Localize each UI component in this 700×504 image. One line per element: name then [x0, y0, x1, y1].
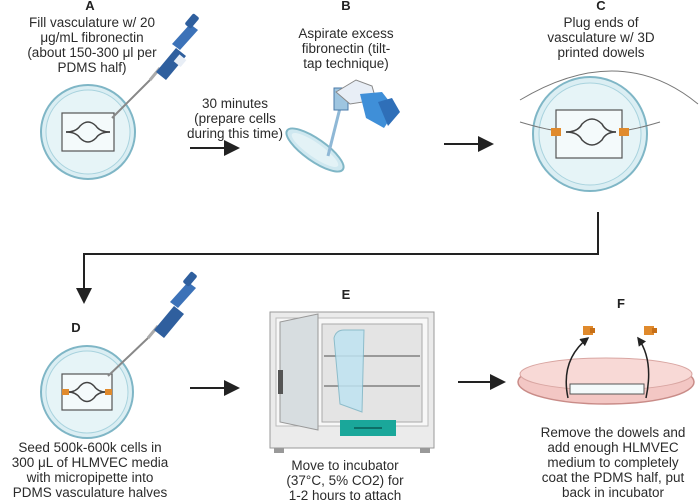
- step-b-line: tap technique): [303, 56, 389, 71]
- step-e-label: E: [341, 287, 351, 302]
- step-b-label: B: [341, 0, 351, 13]
- step-a-text: Fill vasculature w/ 20 μg/mL fibronectin…: [7, 15, 177, 75]
- step-e-line: Move to incubator: [291, 458, 399, 473]
- arrow-c-to-d: [76, 212, 599, 304]
- incubator-icon: [269, 311, 435, 453]
- step-f-dish: [517, 336, 695, 405]
- step-b-aspirator-icon: [326, 79, 400, 157]
- step-f-text: Remove the dowels and add enough HLMVEC …: [528, 425, 698, 500]
- step-d-line: PDMS vasculature halves: [12, 485, 168, 500]
- dowel-icon: [619, 128, 629, 136]
- step-e-line: (37°C, 5% CO2) for: [286, 473, 404, 488]
- step-d-line: 300 μL of HLMVEC media: [11, 455, 169, 470]
- step-c-line: vasculature w/ 3D: [547, 30, 655, 45]
- step-b-text: Aspirate excess fibronectin (tilt- tap t…: [280, 26, 412, 71]
- step-c-line: printed dowels: [557, 45, 645, 60]
- step-d-micropipette-icon: [107, 271, 197, 377]
- step-b-line: Aspirate excess: [298, 26, 394, 41]
- step-d-line: with micropipette into: [26, 470, 154, 485]
- step-d-dish: [40, 345, 134, 439]
- step-f-line: coat the PDMS half, put: [541, 470, 685, 485]
- step-f-line: Remove the dowels and: [540, 425, 686, 440]
- timer-line: (prepare cells: [194, 111, 276, 126]
- dowel-icon: [583, 326, 595, 335]
- step-e-text: Move to incubator (37°C, 5% CO2) for 1-2…: [270, 458, 420, 503]
- step-e-line: 1-2 hours to attach: [288, 488, 402, 503]
- step-c-label: C: [596, 0, 606, 13]
- step-f-line: medium to completely: [547, 455, 679, 470]
- timer-text: 30 minutes (prepare cells during this ti…: [170, 96, 300, 141]
- step-a-dish: [40, 84, 136, 180]
- step-a-line: PDMS half): [57, 60, 127, 75]
- timer-line: during this time): [186, 126, 284, 141]
- step-c-text: Plug ends of vasculature w/ 3D printed d…: [536, 15, 666, 60]
- step-d-label: D: [71, 320, 81, 335]
- timer-line: 30 minutes: [201, 96, 269, 111]
- step-c-line: Plug ends of: [563, 15, 639, 30]
- step-f-label: F: [617, 296, 625, 311]
- dowel-icon: [551, 128, 561, 136]
- step-d-line: Seed 500k-600k cells in: [18, 440, 162, 455]
- step-b-tilted-dish: [285, 127, 345, 173]
- step-f-line: back in incubator: [561, 485, 665, 500]
- step-a-label: A: [85, 0, 95, 13]
- step-d-text: Seed 500k-600k cells in 300 μL of HLMVEC…: [2, 440, 178, 500]
- dowel-icon: [105, 389, 112, 395]
- dowel-icon: [62, 389, 69, 395]
- step-c-dish: [519, 70, 699, 192]
- step-a-line: (about 150-300 μl per: [27, 45, 157, 60]
- step-a-line: μg/mL fibronectin: [40, 30, 144, 45]
- step-f-line: add enough HLMVEC: [547, 440, 679, 455]
- step-a-micropipette-icon: [111, 13, 199, 119]
- step-b-line: fibronectin (tilt-: [301, 41, 391, 56]
- step-a-line: Fill vasculature w/ 20: [28, 15, 156, 30]
- dowel-icon: [644, 326, 657, 335]
